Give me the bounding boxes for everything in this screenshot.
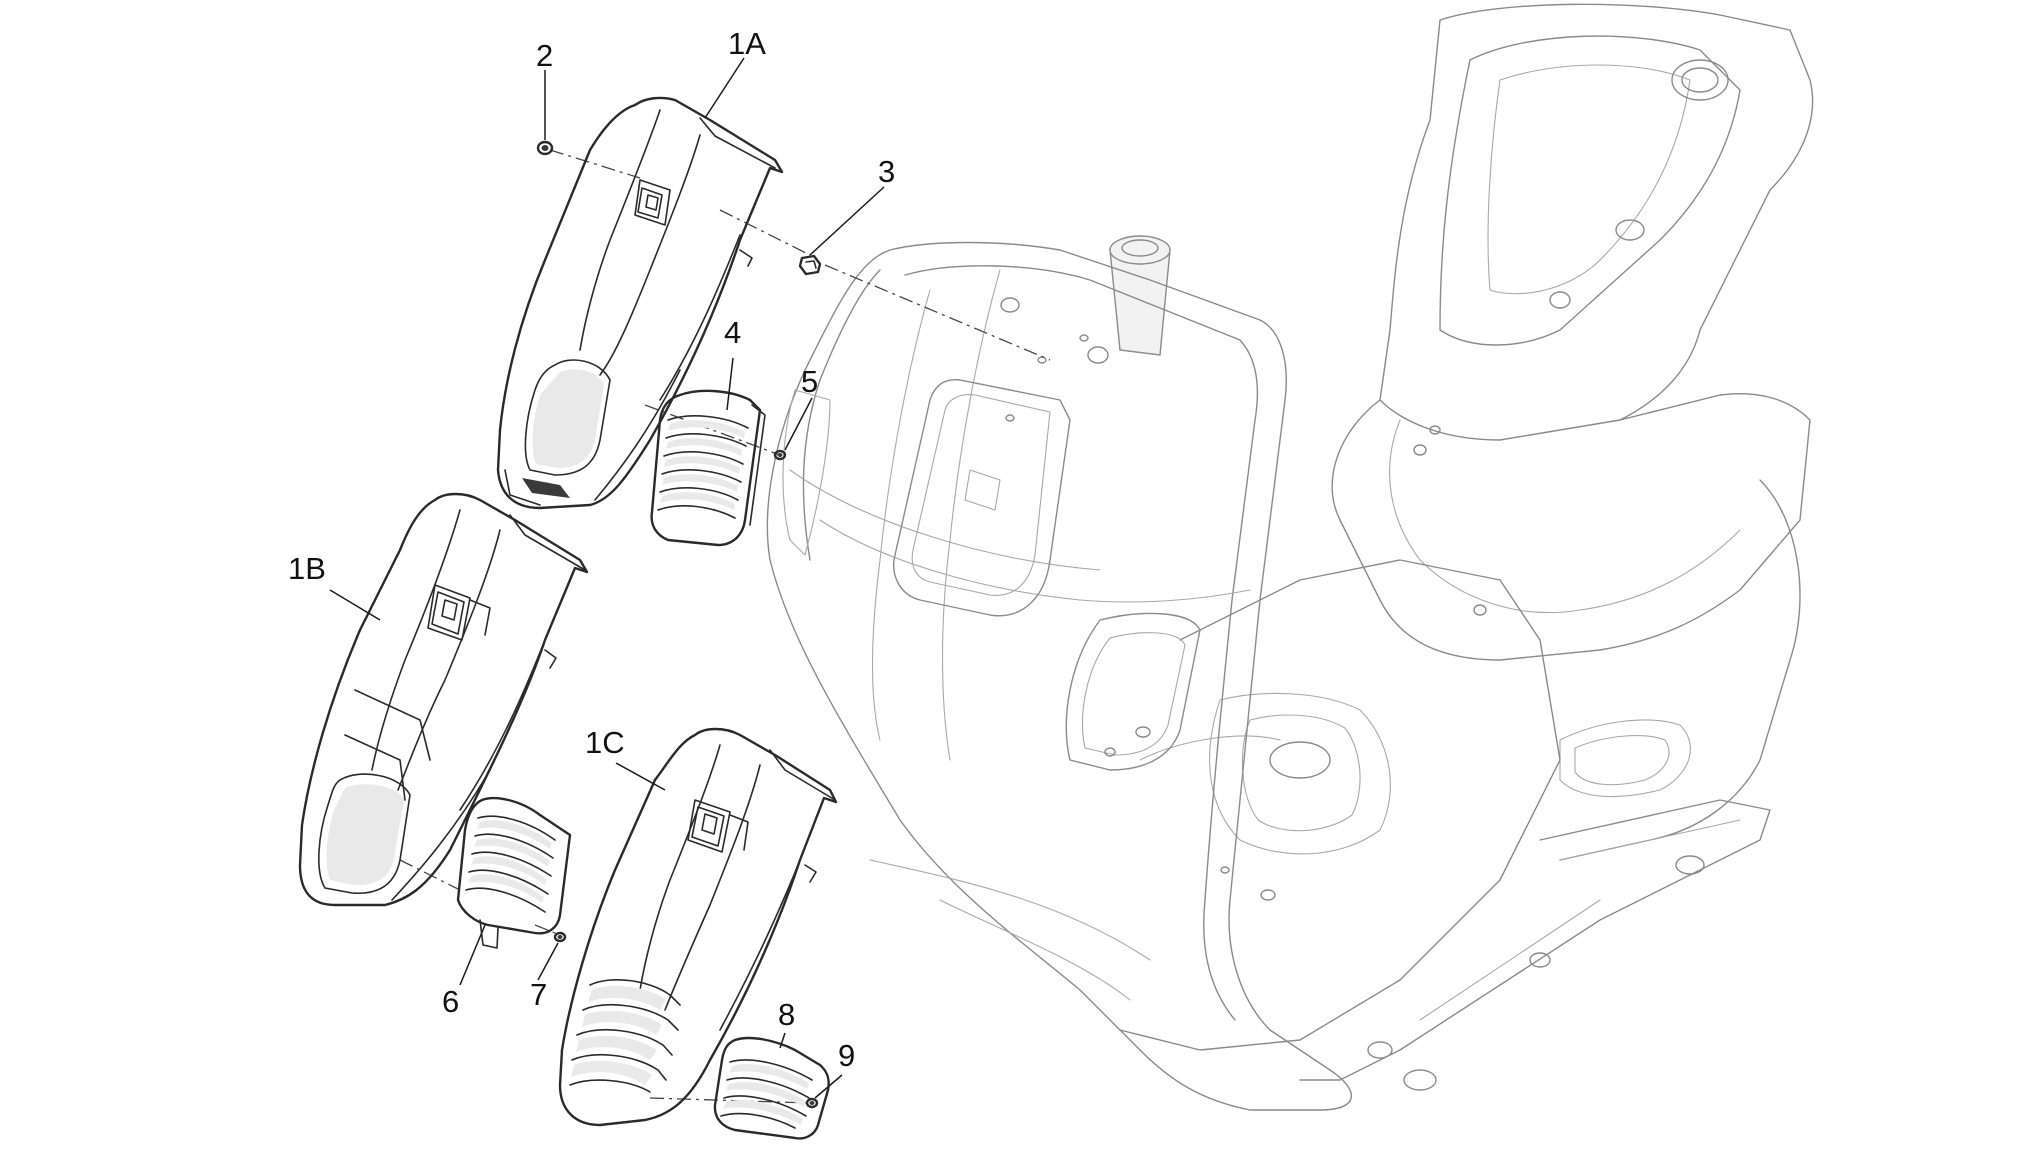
callout-6: 6	[442, 984, 459, 1019]
part-7-screw	[553, 931, 567, 943]
callout-1b: 1B	[288, 551, 326, 586]
part-8-grille	[713, 1036, 830, 1140]
callout-4: 4	[724, 315, 741, 350]
callout-2: 2	[536, 38, 553, 73]
callout-5: 5	[801, 364, 818, 399]
callout-1a: 1A	[728, 26, 766, 61]
part-1b-cover	[298, 492, 589, 907]
scooter-body-outline	[766, 3, 1814, 1111]
part-5-screw	[773, 449, 787, 461]
callout-9: 9	[838, 1038, 855, 1073]
callout-3: 3	[878, 154, 895, 189]
part-4-grille	[650, 389, 766, 547]
callout-1c: 1C	[585, 725, 625, 760]
assembly-center-lines	[399, 149, 1051, 1104]
leader-lines	[329, 57, 885, 1099]
callout-labels: 1A 2 3 4 5 1B 1C 6 7 8 9	[288, 26, 895, 1073]
part-3-clip	[798, 254, 822, 276]
part-9-screw	[805, 1097, 819, 1109]
part-6-grille	[456, 796, 572, 949]
part-1c-cover	[558, 727, 838, 1127]
part-1a-cover	[496, 96, 784, 510]
part-2-screw	[536, 140, 554, 156]
fasteners	[536, 140, 822, 1109]
callout-8: 8	[778, 997, 795, 1032]
callout-7: 7	[530, 977, 547, 1012]
